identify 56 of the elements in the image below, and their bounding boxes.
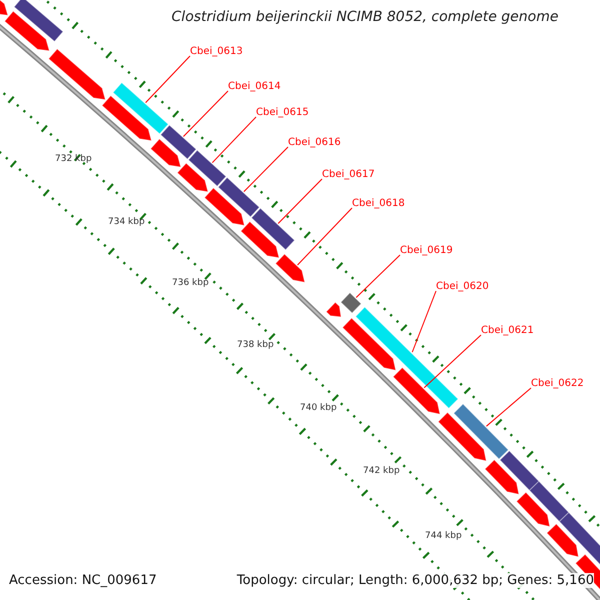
scale-label: 740 kbp [300, 403, 337, 413]
reverse-gene-block [0, 0, 8, 16]
gene-block [14, 0, 64, 42]
gene-label: Cbei_0620 [436, 281, 489, 292]
gene-label: Cbei_0614 [228, 81, 281, 92]
gene-block [453, 403, 509, 460]
gene-label: Cbei_0617 [322, 169, 375, 180]
gene-label: Cbei_0613 [190, 46, 243, 57]
gene-label: Cbei_0621 [481, 325, 534, 336]
scale-label: 738 kbp [237, 340, 274, 350]
leader-line [424, 334, 482, 388]
reverse-gene-block [546, 523, 580, 558]
leader-line [145, 56, 190, 104]
reverse-gene-block [101, 95, 152, 142]
gene-label: Cbei_0619 [400, 245, 453, 256]
gene-label: Cbei_0622 [531, 378, 584, 389]
reverse-gene-block [326, 302, 342, 318]
scale-label: 732 kbp [55, 154, 92, 164]
gene-label: Cbei_0618 [352, 198, 405, 209]
gene-block [160, 124, 197, 160]
reverse-gene-block [204, 187, 245, 226]
reverse-gene-block [516, 492, 550, 528]
gene-block [499, 450, 540, 492]
leader-line [486, 388, 532, 427]
scale-label: 736 kbp [172, 278, 209, 288]
scale-label: 742 kbp [363, 466, 400, 476]
leader-line [412, 290, 436, 353]
leader-line [297, 208, 352, 266]
leader-line [278, 178, 322, 224]
gene-block [112, 82, 169, 134]
gene-block [340, 292, 362, 314]
leader-line [356, 254, 400, 298]
reverse-gene-block [392, 366, 441, 415]
genome-info: Topology: circular; Length: 6,000,632 bp; Genes: 5,160 [236, 573, 594, 588]
reverse-gene-block [176, 162, 209, 192]
leader-line [212, 116, 256, 164]
reverse-gene-block [438, 412, 487, 462]
gene-block [188, 150, 227, 187]
gene-block [218, 176, 260, 218]
gene-block [355, 306, 459, 409]
reverse-gene-block [4, 10, 50, 52]
genome-info: Accession: NC_009617 [9, 573, 157, 588]
gene-label: Cbei_0616 [288, 137, 341, 148]
gene-block [528, 480, 570, 522]
reverse-gene-block [484, 459, 520, 495]
leader-line [182, 90, 228, 137]
scale-label: 744 kbp [425, 531, 462, 541]
reverse-gene-block [342, 317, 396, 371]
gene-label: Cbei_0615 [256, 107, 309, 118]
scale-label: 734 kbp [108, 217, 145, 227]
reverse-gene-block [150, 138, 182, 168]
reverse-gene-block [274, 253, 306, 283]
leader-line [243, 146, 288, 192]
reverse-gene-block [240, 220, 280, 258]
gene-block [250, 208, 296, 250]
reverse-gene-block [48, 48, 106, 100]
